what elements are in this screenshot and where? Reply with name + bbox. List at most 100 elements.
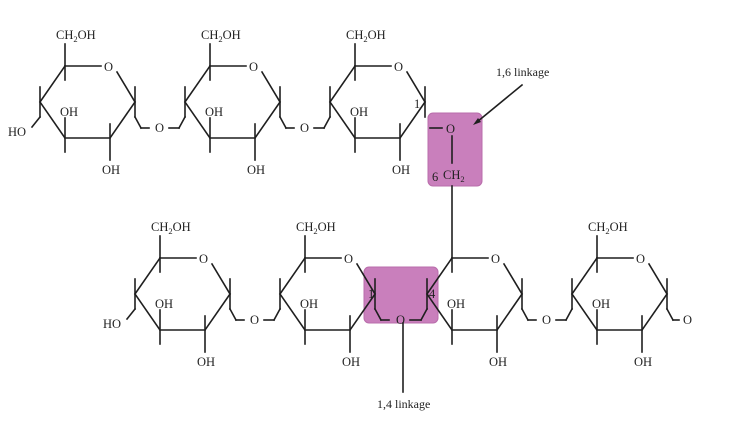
glucose-ring-top-3: O CH2OH OH OH xyxy=(328,28,427,177)
glucose-ring-bottom-4: O CH2OH OH OH xyxy=(570,220,669,369)
linkage-14-highlight xyxy=(363,266,439,324)
bond-o-c1 xyxy=(405,70,427,104)
glucose-ring-bottom-3: O OH OH xyxy=(425,252,524,369)
bridge-bond-right-up xyxy=(177,115,187,130)
bond-c4-c5 xyxy=(278,256,307,296)
c2-oh-label: OH xyxy=(489,355,507,369)
ring-oxygen: O xyxy=(104,60,113,74)
c3-oh-label: OH xyxy=(300,297,318,311)
terminal-oxygen: O xyxy=(683,313,692,327)
bottom-glycosidic-bridge-2: O xyxy=(373,307,429,327)
linkage-16-arrow-line xyxy=(475,83,524,124)
bond-c3-c4 xyxy=(38,100,67,140)
bond-c4-c5 xyxy=(425,256,454,296)
c2-oh-label: OH xyxy=(634,355,652,369)
c3-oh-label: OH xyxy=(60,105,78,119)
bond-c1-c2 xyxy=(640,292,669,332)
bond-c1-c2 xyxy=(108,100,137,140)
ring-oxygen: O xyxy=(344,252,353,266)
ring-oxygen: O xyxy=(249,60,258,74)
c3-oh-label: OH xyxy=(155,297,173,311)
bridge-oxygen: O xyxy=(250,313,259,327)
bond-o-c1 xyxy=(260,70,282,104)
ch2oh-label: CH2OH xyxy=(151,220,191,236)
c3-oh-label: OH xyxy=(592,297,610,311)
ch2-label: CH2 xyxy=(443,168,465,184)
bond-c4-oh xyxy=(30,115,42,129)
c4-ho-label: HO xyxy=(103,317,121,331)
bond-o-c1 xyxy=(115,70,137,104)
linkage-16-label: 1,6 linkage xyxy=(496,65,549,79)
ch2oh-label: CH2OH xyxy=(296,220,336,236)
ring-oxygen: O xyxy=(199,252,208,266)
branch-connection: O 6 CH2 1 xyxy=(414,97,465,259)
bridge-bond-left-down xyxy=(373,307,383,322)
c2-oh-label: OH xyxy=(247,163,265,177)
glucose-ring-top-2: O CH2OH OH OH xyxy=(183,28,282,177)
ring-oxygen: O xyxy=(636,252,645,266)
bond-c1-c2 xyxy=(203,292,232,332)
bond-c4-c5 xyxy=(328,64,357,104)
bridge-oxygen: O xyxy=(542,313,551,327)
glucose-ring-bottom-1: O CH2OH OH OH HO xyxy=(103,220,232,369)
bridge-bond-right-up xyxy=(322,115,332,130)
bond-c4-c5 xyxy=(570,256,599,296)
bottom-glycosidic-bridge-3: O xyxy=(520,307,574,327)
ch2oh-label: CH2OH xyxy=(56,28,96,44)
bottom-glycosidic-bridge-1: O xyxy=(228,307,282,327)
bridge-bond-left-down xyxy=(278,115,288,130)
ch2oh-label: CH2OH xyxy=(346,28,386,44)
top-carbon-1-label: 1 xyxy=(414,97,420,111)
terminal-bond-down xyxy=(665,307,675,322)
bond-c3-c4 xyxy=(425,292,454,332)
bridge-oxygen: O xyxy=(155,121,164,135)
bond-c3-c4 xyxy=(570,292,599,332)
bond-c4-c5 xyxy=(133,256,162,296)
c2-oh-label: OH xyxy=(342,355,360,369)
bond-c4-c5 xyxy=(183,64,212,104)
bridge-bond-right-up xyxy=(272,307,282,322)
linkage-16-highlight xyxy=(427,112,483,187)
bottom-chain-terminal: O xyxy=(665,307,692,327)
bridge-bond-right-up xyxy=(419,307,429,322)
bond-o-c1 xyxy=(210,262,232,296)
bridge-bond-left-down xyxy=(520,307,530,322)
ch2oh-label: CH2OH xyxy=(201,28,241,44)
top-glycosidic-bridge-2: O xyxy=(278,115,332,135)
ring-oxygen: O xyxy=(394,60,403,74)
bond-c1-c2 xyxy=(348,292,377,332)
ring-oxygen: O xyxy=(491,252,500,266)
bond-c1-c2 xyxy=(398,100,427,140)
top-glycosidic-bridge-1: O xyxy=(133,115,187,135)
bottom-carbon-4-label: 4 xyxy=(429,287,436,301)
bottom-carbon-1-label: 1 xyxy=(368,287,374,301)
linkage-16-arrowhead xyxy=(473,118,481,125)
bond-c4-c5 xyxy=(38,64,67,104)
c3-oh-label: OH xyxy=(205,105,223,119)
bridge-oxygen: O xyxy=(396,313,405,327)
bridge-bond-left-down xyxy=(228,307,238,322)
c3-oh-label: OH xyxy=(350,105,368,119)
annotation-14: 1,4 linkage xyxy=(377,322,430,411)
c2-oh-label: OH xyxy=(197,355,215,369)
bond-o-c1 xyxy=(647,262,669,296)
bond-c3-c4 xyxy=(133,292,162,332)
annotation-16: 1,6 linkage xyxy=(473,65,549,125)
bridge-bond-left-down xyxy=(133,115,143,130)
bond-c1-c2 xyxy=(495,292,524,332)
glucose-ring-bottom-2: O CH2OH OH OH xyxy=(278,220,377,369)
carbon-6-label: 6 xyxy=(432,170,438,184)
bond-c3-c4 xyxy=(183,100,212,140)
ch2oh-label: CH2OH xyxy=(588,220,628,236)
bridge-oxygen: O xyxy=(300,121,309,135)
c3-oh-label: OH xyxy=(447,297,465,311)
bond-c4-oh xyxy=(125,307,137,321)
c2-oh-label: OH xyxy=(392,163,410,177)
bond-o-c1 xyxy=(502,262,524,296)
bond-c1-c2 xyxy=(253,100,282,140)
bond-o-c1 xyxy=(355,262,377,296)
branch-bridge-oxygen: O xyxy=(446,122,455,136)
